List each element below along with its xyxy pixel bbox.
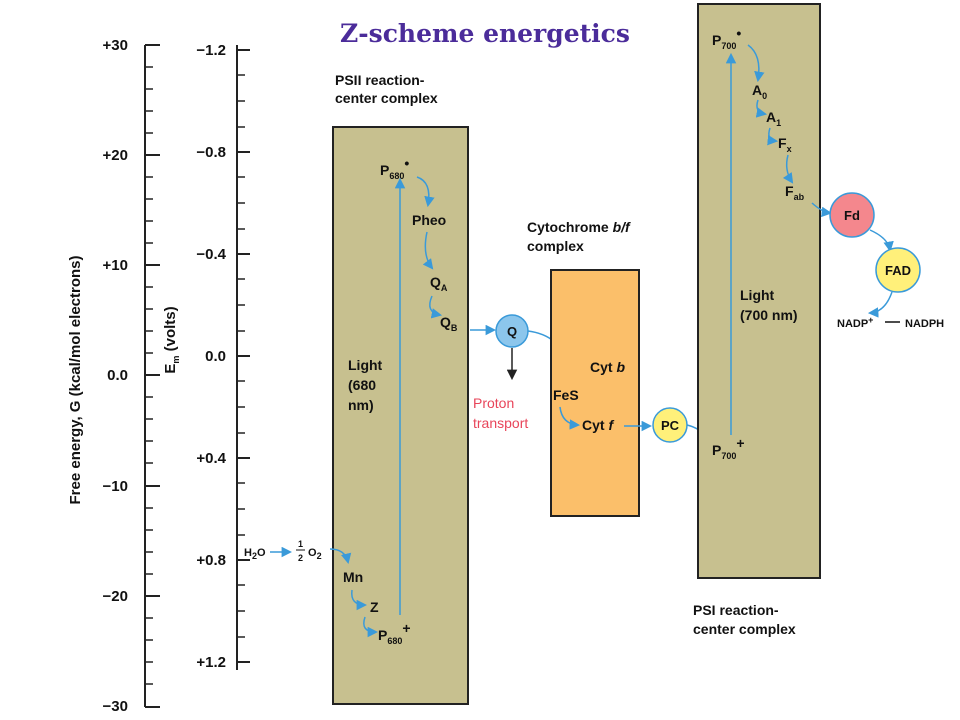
psii-light-label: Light xyxy=(348,357,383,373)
cytochrome-bf-complex: Cytochrome b/f complex Cyt b FeS Cyt f xyxy=(527,219,653,517)
em-tick: +0.4 xyxy=(196,450,226,467)
water-oxidation: H2O 1 2 O2 xyxy=(244,539,352,565)
p700-star-label: P700• xyxy=(712,25,741,51)
em-tick: +1.2 xyxy=(196,654,226,671)
half-numerator: 1 xyxy=(298,539,303,549)
plastoquinone: Q Proton transport xyxy=(470,314,573,431)
free-energy-axis: +30 +20 +10 0.0 −10 −20 −30 Free energy,… xyxy=(67,37,160,715)
q-bubble-label: Q xyxy=(507,324,517,339)
pc-bubble-label: PC xyxy=(661,418,680,433)
em-axis: −1.2 −0.8 −0.4 0.0 +0.4 +0.8 +1.2 Em (vo… xyxy=(162,42,250,671)
fd-bubble xyxy=(829,192,875,238)
o2-label: O2 xyxy=(308,547,322,561)
z-label: Z xyxy=(370,599,379,615)
nadp-label: NADP+ xyxy=(837,315,873,330)
fad-bubble xyxy=(875,247,921,293)
fes-label: FeS xyxy=(553,387,579,403)
psi-light-label: Light xyxy=(740,287,775,303)
g-tick: −10 xyxy=(103,478,128,495)
p700-plus-label: P700+ xyxy=(712,435,745,461)
p680-star-label: P680• xyxy=(380,155,409,181)
fad-bubble-label: FAD xyxy=(885,263,911,278)
psii-light-label: nm) xyxy=(348,397,374,413)
em-tick: −1.2 xyxy=(196,42,226,59)
em-tick: 0.0 xyxy=(205,348,226,365)
em-tick: +0.8 xyxy=(196,552,226,569)
half-denominator: 2 xyxy=(298,553,303,563)
plastocyanin: PC xyxy=(652,407,709,443)
psii-light-label: (680 xyxy=(348,377,376,393)
page-title: Z-scheme energetics xyxy=(340,19,630,48)
g-tick: +30 xyxy=(103,37,128,54)
em-tick: −0.4 xyxy=(196,246,226,263)
g-axis-label: Free energy, G (kcal/mol electrons) xyxy=(67,256,84,505)
p680-plus-label: P680+ xyxy=(378,620,411,646)
cytochrome-title: complex xyxy=(527,238,584,254)
fab-label: Fab xyxy=(785,183,805,202)
cyt-b-label: Cyt b xyxy=(590,359,625,375)
g-tick: +20 xyxy=(103,147,128,164)
proton-transport-label: Proton xyxy=(473,395,514,411)
proton-transport-label: transport xyxy=(473,415,528,431)
ferredoxin-chain: Fd FAD NADP+ NADPH xyxy=(829,192,944,330)
cyt-f-label: Cyt f xyxy=(582,417,614,433)
cytochrome-title: Cytochrome b/f xyxy=(527,219,631,235)
psi-light-label: (700 nm) xyxy=(740,307,798,323)
psii-title: center complex xyxy=(335,90,438,106)
qb-label: QB xyxy=(440,314,458,333)
a0-label: A0 xyxy=(752,82,767,101)
g-tick: −20 xyxy=(103,588,128,605)
psii-complex: PSII reaction- center complex Light (680… xyxy=(332,72,469,705)
em-axis-label: Em (volts) xyxy=(162,306,181,373)
mn-label: Mn xyxy=(343,569,363,585)
g-tick: −30 xyxy=(103,698,128,715)
g-tick: +10 xyxy=(103,257,128,274)
a1-label: A1 xyxy=(766,109,781,128)
fx-label: Fx xyxy=(778,135,792,154)
qa-label: QA xyxy=(430,274,448,293)
h2o-label: H2O xyxy=(244,547,266,561)
psi-complex: P700• A0 A1 Fx Fab Light (700 nm) P700+ … xyxy=(693,3,833,637)
nadph-label: NADPH xyxy=(905,318,944,330)
psii-title: PSII reaction- xyxy=(335,72,425,88)
g-tick: 0.0 xyxy=(107,367,128,384)
psi-title: PSI reaction- xyxy=(693,602,779,618)
fd-bubble-label: Fd xyxy=(844,208,860,223)
pheo-label: Pheo xyxy=(412,212,446,228)
psi-title: center complex xyxy=(693,621,796,637)
em-tick: −0.8 xyxy=(196,144,226,161)
